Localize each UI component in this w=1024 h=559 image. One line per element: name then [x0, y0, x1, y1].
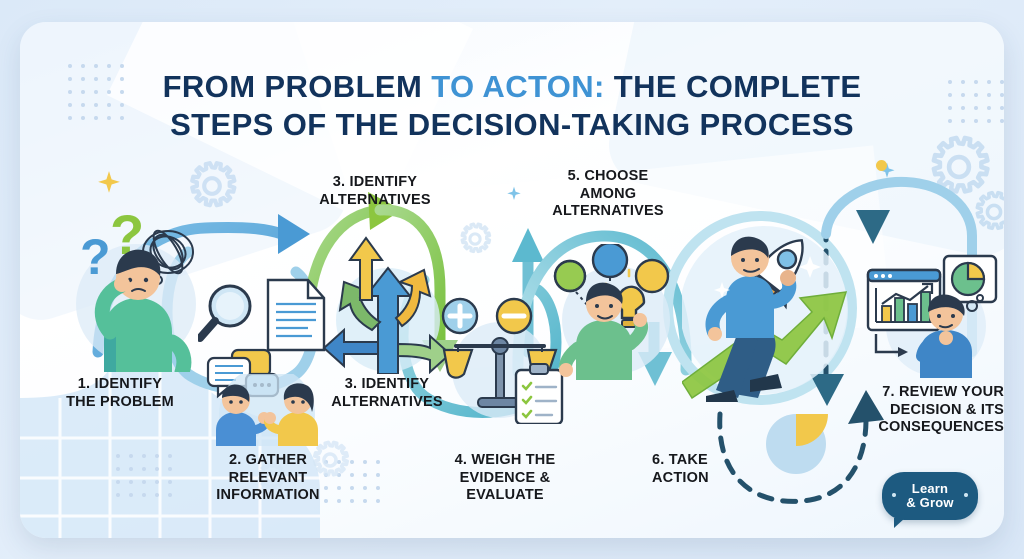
art-identify-problem: ? ?: [76, 203, 196, 372]
art-review-decision: [866, 254, 998, 378]
step-label-3-bottom: 3. Identify Alternatives: [331, 376, 443, 410]
gear-icon: [190, 161, 237, 208]
sparkle-icon: [98, 171, 120, 193]
step-label-6: 6. Take Action: [652, 452, 709, 486]
sparkle-icon: [879, 162, 895, 178]
art-weigh-evidence: [441, 297, 564, 424]
art-choose-alternatives: [553, 244, 670, 380]
gear-icon: [460, 222, 492, 254]
step-label-1: 1. Identify the Problem: [66, 376, 174, 410]
title-line-2: Steps of the Decision-Taking Process: [170, 106, 854, 142]
badge-text: Learn & Grow: [906, 480, 954, 510]
gear-icon: [258, 462, 286, 490]
art-branching-arrows: [322, 236, 452, 374]
decor-dot-yellow: [876, 160, 887, 171]
step-label-3-top: 3. Identify Alternatives: [319, 174, 431, 208]
step-label-7: 7. Review Your Decision & Its Consequenc…: [878, 384, 1004, 436]
infographic-card: ? ?: [20, 22, 1004, 538]
step-label-4: 4. Weigh the Evidence & Evaluate: [454, 452, 556, 504]
learn-and-grow-badge: Learn & Grow: [882, 472, 978, 528]
gear-icon: [313, 440, 349, 477]
art-take-action: [682, 226, 848, 402]
step-label-2: 2. Gather Relevant Information: [216, 452, 320, 504]
svg-text:?: ?: [80, 229, 111, 285]
art-people-talking: [216, 374, 318, 446]
title-accent: to Acton:: [431, 69, 605, 104]
title-line-1: From Problem to Acton: The Complete: [20, 68, 1004, 106]
gear-icon: [975, 190, 1004, 231]
sparkle-icon: [507, 186, 521, 200]
page-title: From Problem to Acton: The Complete Step…: [20, 68, 1004, 144]
decor-quarter-circle-yellow: [796, 414, 828, 446]
gear-icon: [931, 135, 990, 194]
title-part-b: The Complete: [604, 69, 862, 104]
step-label-5: 5. Choose Among Alternatives: [552, 168, 664, 220]
title-part-a: From Problem: [162, 69, 432, 104]
